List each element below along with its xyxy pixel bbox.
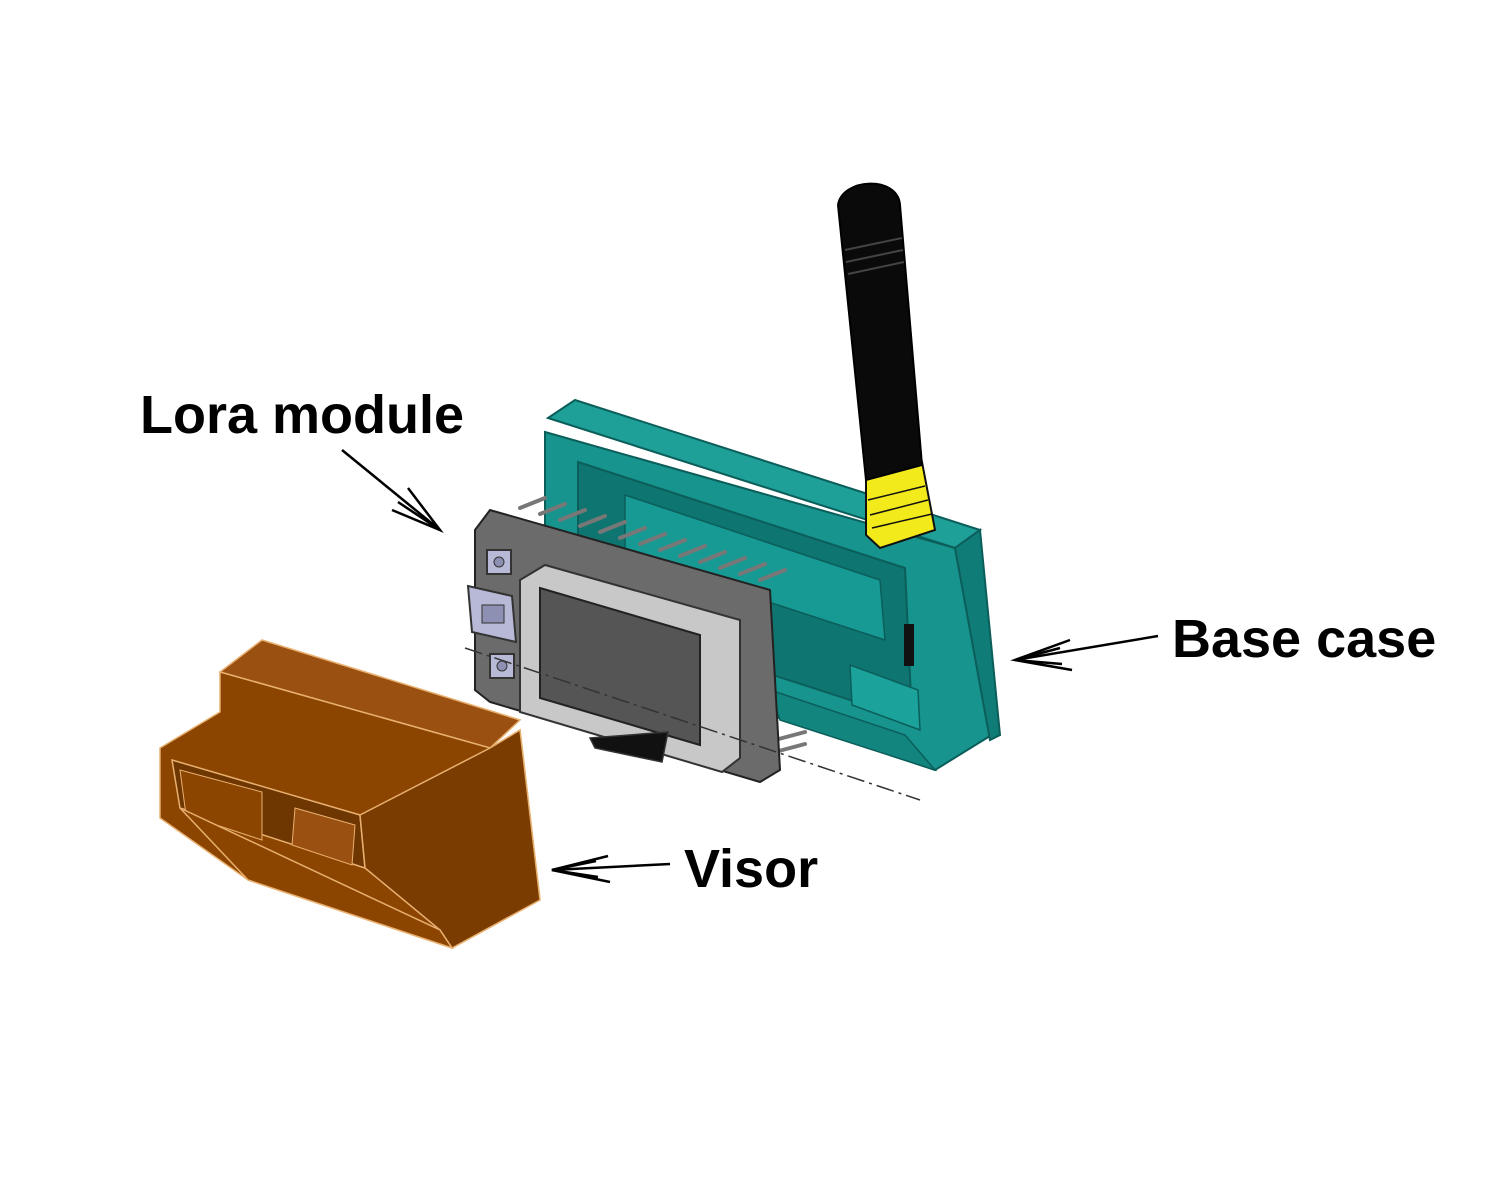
header-pins <box>518 496 807 754</box>
base-case-label: Base case <box>1172 609 1437 669</box>
button-bottom <box>489 653 515 679</box>
antenna <box>836 182 937 550</box>
base-case-arrow <box>1010 634 1159 672</box>
antenna-rod <box>836 182 924 482</box>
lora-arrow <box>341 449 444 533</box>
base-case-slot <box>904 624 914 666</box>
lora-module <box>466 496 807 784</box>
callout-arrows <box>341 449 1159 884</box>
base-case-side-face <box>953 528 1002 742</box>
display-screen <box>539 586 701 747</box>
visor <box>159 639 541 950</box>
lora-module-label: Lora module <box>140 385 465 445</box>
assembly-axis-line <box>464 647 921 801</box>
visor-label: Visor <box>684 839 819 899</box>
visor-arrow <box>551 854 671 884</box>
